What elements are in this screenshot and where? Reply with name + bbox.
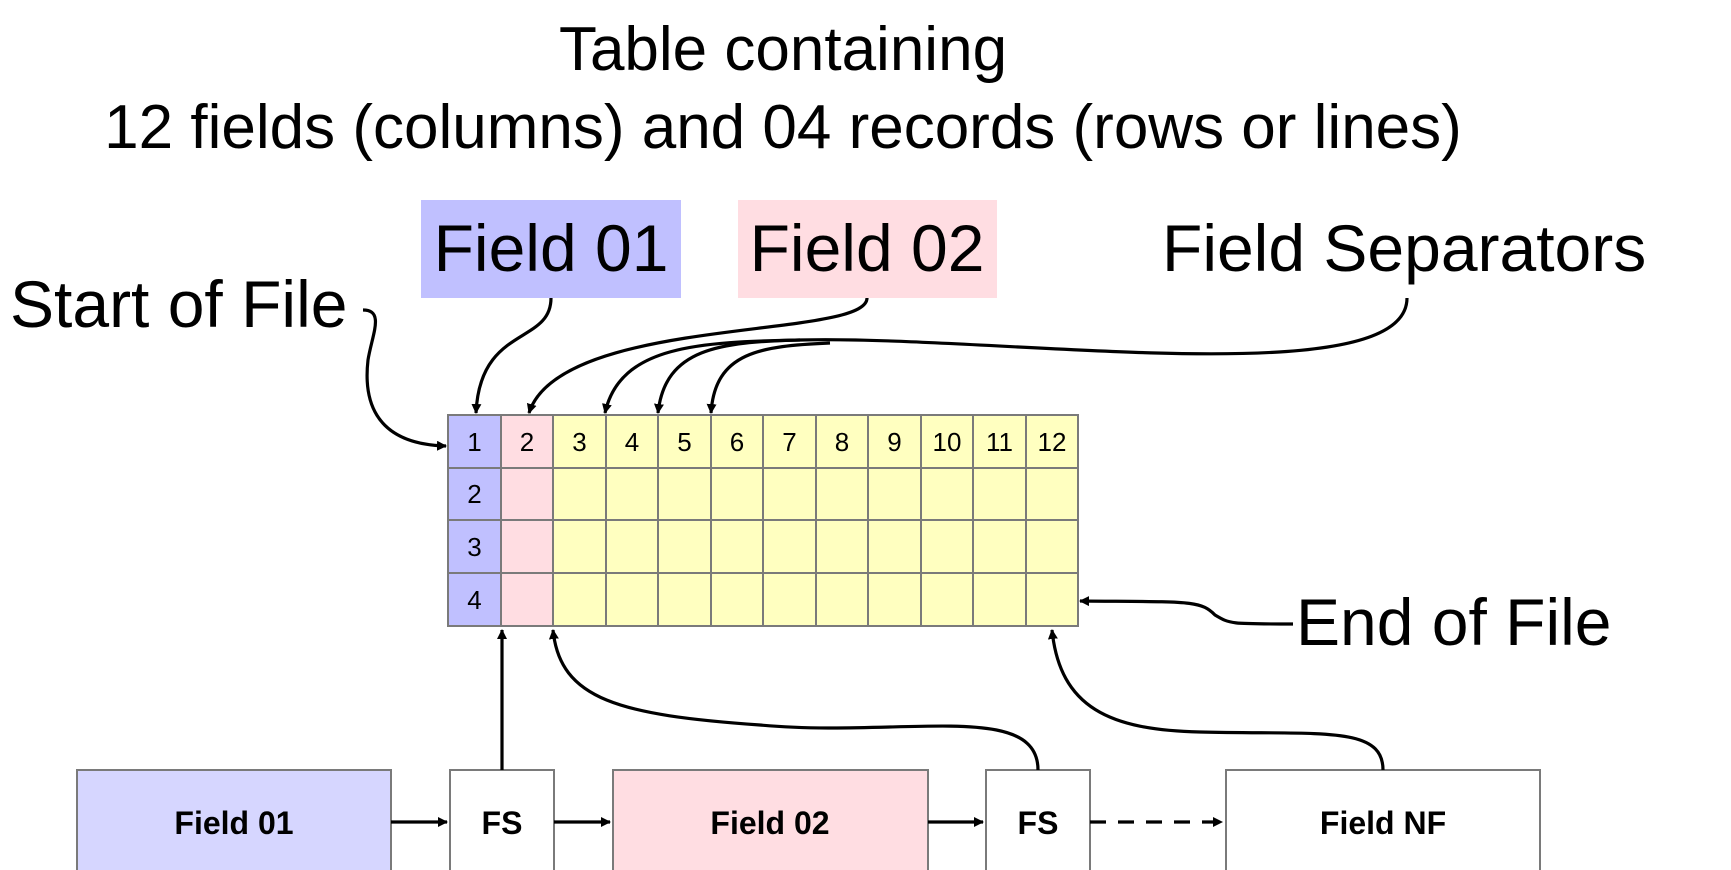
row-number-2: 2 [467,479,481,509]
cell-r3-c12 [1025,519,1079,574]
header-5: 5 [677,427,691,457]
header-11: 11 [986,427,1013,457]
cell-r1-c8 [815,414,869,469]
cell-r4-c6 [710,572,764,627]
header-3: 3 [572,427,586,457]
cell-r3-c2 [500,519,554,574]
cell-r2-c10 [920,467,974,521]
cell-r2-c7 [762,467,817,521]
cell-r4-c8 [815,572,869,627]
cell-r1-c6 [710,414,764,469]
cell-r3-c9 [867,519,922,574]
cell-r4-c12 [1025,572,1079,627]
cell-r2-c12 [1025,467,1079,521]
cell-r4-c4 [605,572,659,627]
row-number-3: 3 [467,532,481,562]
cell-r3-c7 [762,519,817,574]
flow-fs1-label: FS [482,805,523,841]
field02-label-box [738,200,997,298]
cell-r4-c11 [972,572,1027,627]
arrow-fieldnf-up [1047,629,1385,771]
cell-r2-c11 [972,467,1027,521]
cell-r1-c12 [1025,414,1079,469]
flow-fs2-label: FS [1018,805,1059,841]
row-number-4: 4 [467,585,481,615]
cell-r3-c1 [447,519,502,574]
arrow-field02-to-col2 [526,297,869,414]
flow-fs2-box [985,769,1091,870]
data-table: 1 2 3 4 5 6 7 8 9 10 11 12 2 [447,414,1079,627]
cell-r1-c10 [920,414,974,469]
start-of-file-label: Start of File [10,267,347,341]
header-4: 4 [625,427,639,457]
cell-r1-c5 [657,414,712,469]
arrow-separators-main [602,297,1409,414]
cell-r1-c7 [762,414,817,469]
arrow-separators-to-col5 [706,341,831,414]
header-12: 12 [1038,427,1067,457]
header-7: 7 [782,427,796,457]
cell-r3-c3 [552,519,607,574]
header-8: 8 [835,427,849,457]
flow-field01-label: Field 01 [174,805,293,841]
header-6: 6 [730,427,744,457]
cell-r4-c3 [552,572,607,627]
cell-r4-c2 [500,572,554,627]
flow-fs1-box [449,769,555,870]
arrow-end-of-file [1079,596,1294,626]
field02-label: Field 02 [750,211,985,285]
end-of-file-label: End of File [1296,585,1612,659]
field-separators-label: Field Separators [1162,211,1646,285]
cell-r4-c10 [920,572,974,627]
cell-r4-c7 [762,572,817,627]
cell-r3-c8 [815,519,869,574]
arrow-fs2-up [548,629,1040,771]
cell-r2-c5 [657,467,712,521]
cell-r2-c3 [552,467,607,521]
field01-label: Field 01 [434,211,669,285]
cell-r2-c9 [867,467,922,521]
title-line-1: Table containing [559,15,1007,84]
cell-r4-c5 [657,572,712,627]
flow-fieldnf-box [1225,769,1541,870]
cell-r3-c5 [657,519,712,574]
flow-fieldnf-label: Field NF [1320,805,1446,841]
header-2: 2 [520,427,534,457]
cell-r3-c4 [605,519,659,574]
flow-field01-box [76,769,392,870]
header-9: 9 [887,427,901,457]
cell-r2-c2 [500,467,554,521]
cell-r2-c4 [605,467,659,521]
arrow-start-of-file [362,308,447,451]
cell-r2-c1 [447,467,502,521]
cell-r3-c11 [972,519,1027,574]
header-10: 10 [933,427,962,457]
field01-label-box [421,200,681,298]
cell-r4-c9 [867,572,922,627]
cell-r2-c8 [815,467,869,521]
cell-r3-c6 [710,519,764,574]
flow-field02-label: Field 02 [710,805,829,841]
arrow-separators-to-col4 [654,338,801,414]
header-1: 1 [467,427,481,457]
arrow-field01-to-col1 [471,297,553,414]
cell-r2-c6 [710,467,764,521]
cell-r3-c10 [920,519,974,574]
flow-field02-box [612,769,929,870]
title-line-2: 12 fields (columns) and 04 records (rows… [104,93,1462,162]
